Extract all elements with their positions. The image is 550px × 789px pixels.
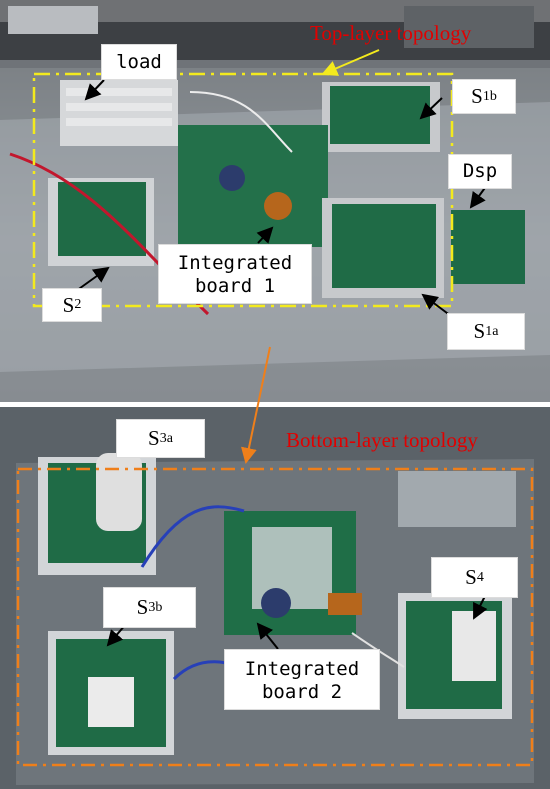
- load-fin-3: [66, 118, 172, 126]
- s3a-label-main: S: [148, 426, 160, 450]
- s1a-pcb: [332, 204, 436, 288]
- top-right-instrument: [404, 6, 534, 48]
- s2-label-main: S: [62, 292, 75, 317]
- s1b-label-main: S: [471, 84, 483, 108]
- board2-inductor: [328, 593, 362, 615]
- s4-film-capacitor: [452, 611, 496, 681]
- panel-divider: [0, 402, 550, 407]
- dsp-label-text: Dsp: [462, 160, 498, 182]
- bottom-right-surface: [398, 471, 516, 527]
- top-layer-title: Top-layer topology: [310, 21, 472, 45]
- load-label-text: load: [116, 50, 162, 73]
- integrated-board-2-line1: Integrated: [244, 657, 360, 680]
- s4-label-sub: 4: [476, 569, 484, 585]
- s2-pcb: [58, 182, 146, 256]
- s1a-label-sub: 1a: [485, 323, 499, 339]
- load-fin-1: [66, 88, 172, 96]
- integrated-board-1-label: Integrated board 1: [158, 244, 312, 304]
- s3a-label-sub: 3a: [159, 430, 173, 446]
- dsp-board: [451, 210, 525, 284]
- bottom-layer-photo: [0, 407, 550, 789]
- integrated-board-2-line2: board 2: [261, 680, 343, 703]
- s2-label-sub: 2: [74, 297, 82, 312]
- s3b-label-sub: 3b: [148, 599, 163, 615]
- load-label: load: [101, 44, 177, 80]
- integrated-board-1-pcb: [178, 125, 328, 247]
- s3b-label-main: S: [136, 595, 149, 619]
- load-fin-2: [66, 103, 172, 111]
- board1-inductor: [264, 192, 292, 220]
- s1a-label-main: S: [473, 319, 486, 343]
- integrated-board-2-label: Integrated board 2: [224, 649, 380, 710]
- s1b-label-sub: 1b: [482, 88, 497, 104]
- bottom-photo-illustration: [0, 407, 550, 789]
- integrated-board-1-line1: Integrated: [177, 252, 293, 275]
- s3b-film-capacitor: [88, 677, 134, 727]
- s1b-pcb: [330, 86, 430, 144]
- board2-capacitor: [261, 588, 291, 618]
- top-left-instrument: [8, 6, 98, 34]
- bottom-layer-title: Bottom-layer topology: [286, 428, 478, 452]
- integrated-board-1-line2: board 1: [194, 275, 276, 297]
- s4-label-main: S: [465, 565, 477, 589]
- s3a-capacitor: [96, 453, 142, 531]
- dsp-label: Dsp: [448, 154, 512, 189]
- board1-capacitor: [219, 165, 245, 191]
